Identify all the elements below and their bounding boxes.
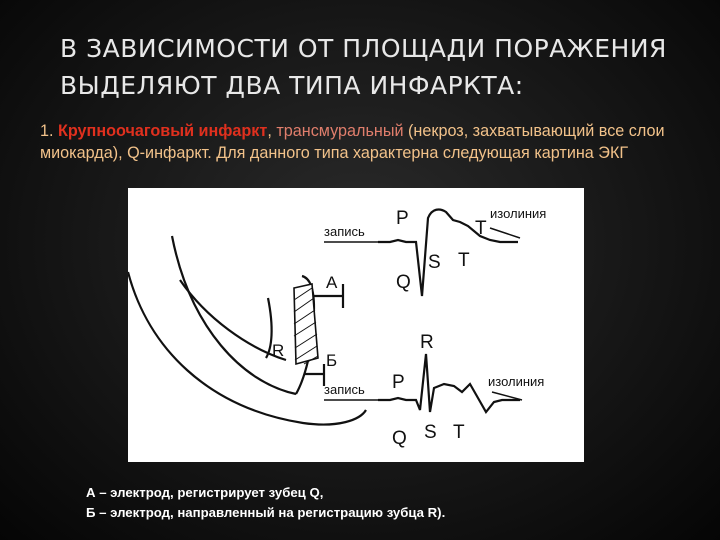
necrosis-zone [293, 283, 319, 366]
synonym-highlight: трансмуральный [276, 122, 404, 140]
ecg-top-s-label: S [428, 252, 441, 273]
ecg-bottom-t-label: T [453, 422, 465, 443]
term-highlight: Крупноочаговый инфаркт [58, 122, 268, 140]
heart-wall [128, 235, 367, 426]
caption-line-1: А – электрод, регистрирует зубец Q, [86, 485, 324, 500]
slide-title: В ЗАВИСИМОСТИ ОТ ПЛОЩАДИ ПОРАЖЕНИЯ ВЫДЕЛ… [60, 30, 680, 104]
ecg-bottom-s-label: S [424, 422, 437, 443]
list-number: 1. [40, 122, 58, 140]
ecg-bottom-p-label: P [392, 372, 405, 393]
ecg-diagram: А Б R запись P Q S T T изолиния запись R… [128, 206, 546, 449]
ecg-top-trace [378, 208, 518, 297]
ecg-figure: А Б R запись P Q S T T изолиния запись R… [128, 188, 584, 462]
caption-line-2: Б – электрод, направленный на регистраци… [86, 505, 446, 520]
title-line-2: ВЫДЕЛЯЮТ ДВА ТИПА ИНФАРКТА: [60, 71, 524, 100]
ecg-top-record-label: запись [324, 224, 365, 239]
ecg-top: запись P Q S T T изолиния [324, 206, 546, 297]
body-paragraph: 1. Крупноочаговый инфаркт, трансмуральны… [40, 120, 680, 164]
electrode-b-label: Б [326, 351, 337, 370]
ecg-bottom-trace [378, 353, 520, 414]
ecg-top-t1-label: T [458, 250, 470, 271]
ecg-top-p-label: P [396, 208, 409, 229]
heart-r-label: R [272, 341, 284, 360]
figure-caption: А – электрод, регистрирует зубец Q, Б – … [86, 483, 686, 523]
ecg-bottom-record-label: запись [324, 382, 365, 397]
ecg-bottom-q-label: Q [392, 428, 407, 449]
electrode-a-label: А [326, 273, 338, 292]
electrodes [304, 284, 345, 386]
title-line-1: В ЗАВИСИМОСТИ ОТ ПЛОЩАДИ ПОРАЖЕНИЯ [60, 34, 667, 63]
term-comma: , [267, 122, 277, 140]
ecg-bottom-isoline-label: изолиния [488, 374, 544, 389]
ecg-bottom: запись R P Q S T изолиния [324, 332, 544, 449]
ecg-top-q-label: Q [396, 272, 411, 293]
ecg-bottom-r-label: R [420, 332, 434, 353]
body-rest: (некроз, захватывающий все слои миокарда… [40, 122, 665, 162]
ecg-top-isoline-label: изолиния [490, 206, 546, 221]
